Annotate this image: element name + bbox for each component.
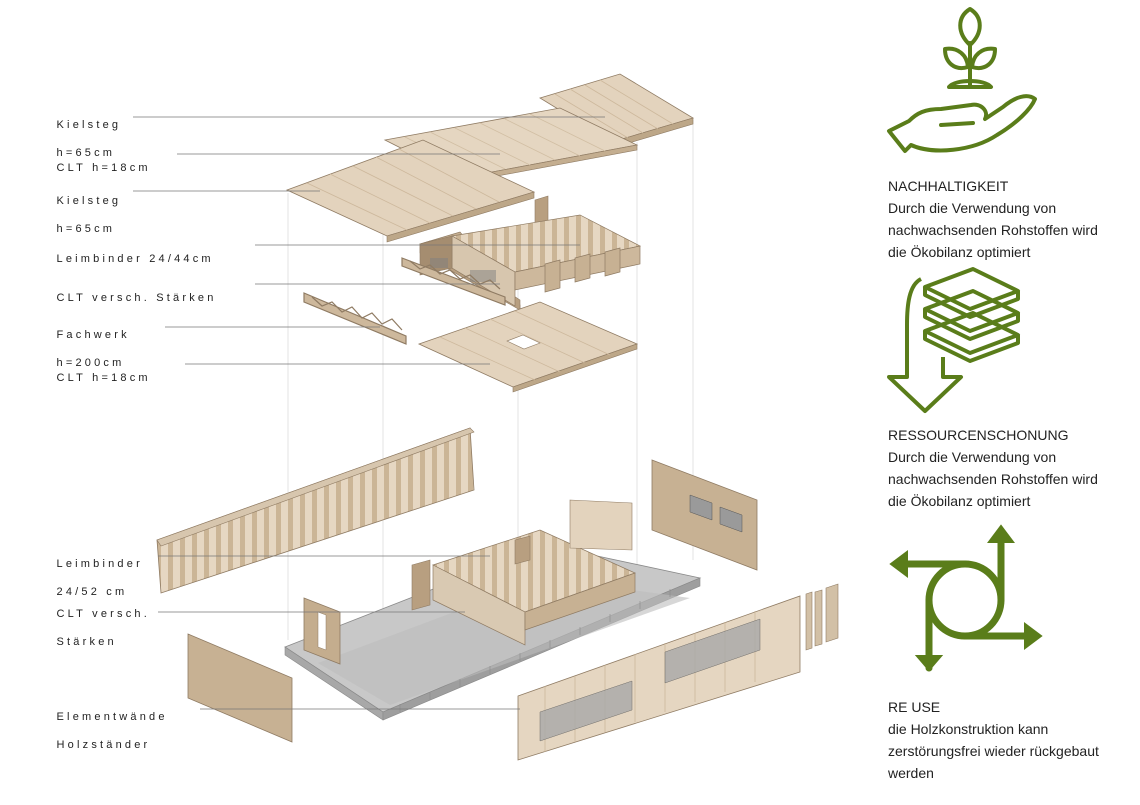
label-kielsteg-2: Kielsteg h=65cm	[44, 180, 121, 236]
label-line: Leimbinder 24/44cm	[56, 253, 214, 265]
benefit-line: nachwachsenden Rohstoffen wird	[888, 471, 1098, 487]
wall-panel-left-mid	[303, 597, 341, 665]
benefit-line: Durch die Verwendung von	[888, 200, 1057, 216]
label-line: Leimbinder	[56, 558, 143, 570]
label-line: Fachwerk	[56, 329, 130, 341]
label-line: CLT h=18cm	[56, 162, 151, 174]
label-line: h=200cm	[56, 357, 125, 369]
ribbed-side-wall	[156, 427, 475, 594]
label-clt-versch-1: CLT versch. Stärken	[44, 277, 217, 305]
label-leimbinder-44: Leimbinder 24/44cm	[44, 238, 214, 266]
benefit-line: die Holzkonstruktion kann	[888, 721, 1049, 737]
label-clt-top: CLT h=18cm	[44, 147, 151, 175]
facade-elementwaende	[517, 583, 839, 761]
exploded-axonometric-diagram	[133, 73, 839, 761]
label-line: Elementwände	[56, 711, 168, 723]
label-elementwaende: Elementwände Holzständer	[44, 696, 168, 752]
label-kielsteg-top: Kielsteg h=65cm	[44, 104, 121, 160]
label-line: Stärken	[56, 636, 117, 648]
label-line: Kielsteg	[56, 119, 122, 131]
label-line: CLT versch.	[56, 608, 150, 620]
benefit-line: die Ökobilanz optimiert	[888, 493, 1031, 509]
leader-lines	[133, 116, 605, 710]
label-line: CLT versch. Stärken	[56, 292, 217, 304]
label-leimbinder-52: Leimbinder 24/52 cm	[44, 543, 143, 599]
benefit-line: nachwachsenden Rohstoffen wird	[888, 222, 1098, 238]
label-line: h=65cm	[56, 147, 116, 159]
benefit-line: Durch die Verwendung von	[888, 449, 1057, 465]
benefit-title: RE USE	[888, 699, 941, 715]
label-fachwerk: Fachwerk h=200cm	[44, 314, 130, 370]
wall-panel-lower-left	[187, 633, 293, 743]
label-line: 24/52 cm	[56, 586, 128, 598]
circular-arrows-icon	[889, 524, 1043, 672]
kielsteg-second-panel	[285, 139, 536, 243]
kielsteg-top-panel	[539, 73, 694, 149]
label-clt-versch-2: CLT versch. Stärken	[44, 593, 150, 649]
benefit-title: NACHHALTIGKEIT	[888, 178, 1009, 194]
stacked-layers-arrow-icon	[887, 267, 1020, 413]
benefit-nachhaltigkeit: NACHHALTIGKEIT Durch die Verwendung von …	[888, 175, 1138, 263]
benefit-line: werden	[888, 765, 934, 781]
benefit-re-use: RE USE die Holzkonstruktion kann zerstör…	[888, 696, 1138, 784]
label-line: Kielsteg	[56, 195, 122, 207]
plant-in-hand-icon	[887, 7, 1037, 153]
leimbinder-52-frame	[411, 499, 636, 646]
label-clt-mid: CLT h=18cm	[44, 357, 151, 385]
label-line: Holzständer	[56, 739, 151, 751]
benefit-title: RESSOURCENSCHONUNG	[888, 427, 1069, 443]
label-line: h=65cm	[56, 223, 116, 235]
benefit-line: die Ökobilanz optimiert	[888, 244, 1031, 260]
benefit-line: zerstörungsfrei wieder rückgebaut	[888, 743, 1099, 759]
benefit-ressourcenschonung: RESSOURCENSCHONUNG Durch die Verwendung …	[888, 424, 1138, 512]
wall-panel-right	[651, 459, 758, 571]
label-line: CLT h=18cm	[56, 372, 151, 384]
clt-mid-slab	[417, 301, 639, 393]
fachwerk-truss-lower	[303, 292, 407, 345]
